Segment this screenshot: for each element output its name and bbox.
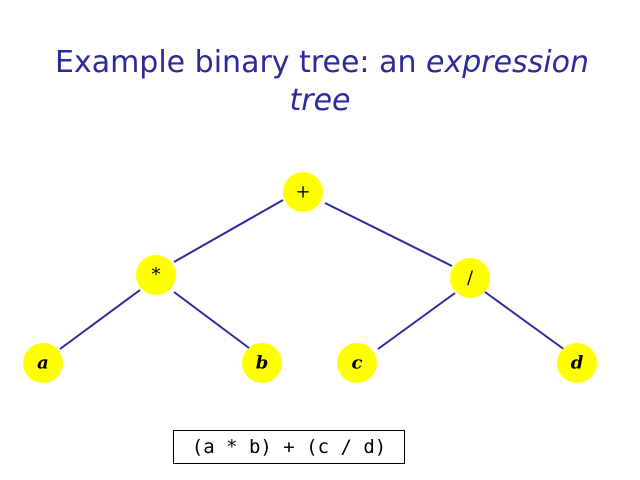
title-prefix: Example binary tree: an [54, 45, 426, 80]
node-leaf-a-label: a [37, 353, 49, 374]
node-multiply-label: * [152, 265, 161, 286]
node-leaf-c: c [337, 343, 377, 383]
edge-mult-a [59, 289, 141, 350]
node-divide-label: / [467, 268, 474, 289]
edge-root-right [324, 202, 453, 267]
node-root: + [283, 172, 323, 212]
node-leaf-a: a [23, 343, 63, 383]
node-leaf-d-label: d [571, 353, 584, 374]
node-leaf-b: b [242, 343, 282, 383]
node-leaf-c-label: c [352, 353, 363, 374]
edge-div-d [484, 291, 566, 351]
node-leaf-d: d [557, 343, 597, 383]
expression-box: (a * b) + (c / d) [173, 430, 405, 464]
slide-title: Example binary tree: an expression tree [0, 44, 640, 120]
node-root-label: + [295, 182, 310, 203]
title-emphasis-expression: expression [426, 45, 590, 80]
title-line-1: Example binary tree: an expression [0, 44, 640, 82]
node-leaf-b-label: b [256, 353, 269, 374]
edge-root-left [173, 199, 284, 263]
node-divide: / [450, 258, 490, 298]
title-emphasis-tree: tree [289, 83, 351, 118]
node-multiply: * [136, 255, 176, 295]
edge-div-c [377, 292, 456, 350]
edge-mult-b [173, 291, 250, 349]
